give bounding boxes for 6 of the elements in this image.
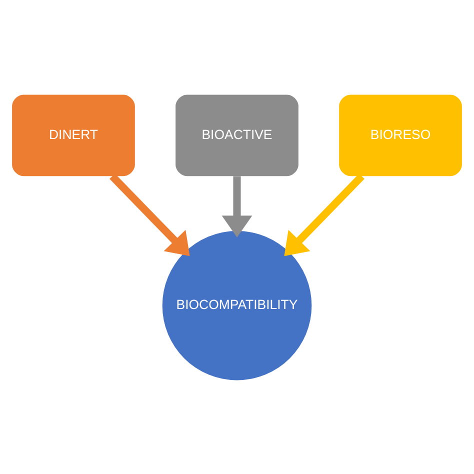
node-box: DINERT <box>12 94 135 176</box>
arrow <box>110 173 190 256</box>
node-box: BIOACTIVE <box>176 94 298 176</box>
node-box: BIORESO <box>339 94 462 176</box>
arrow <box>284 173 364 256</box>
arrow <box>222 176 252 237</box>
